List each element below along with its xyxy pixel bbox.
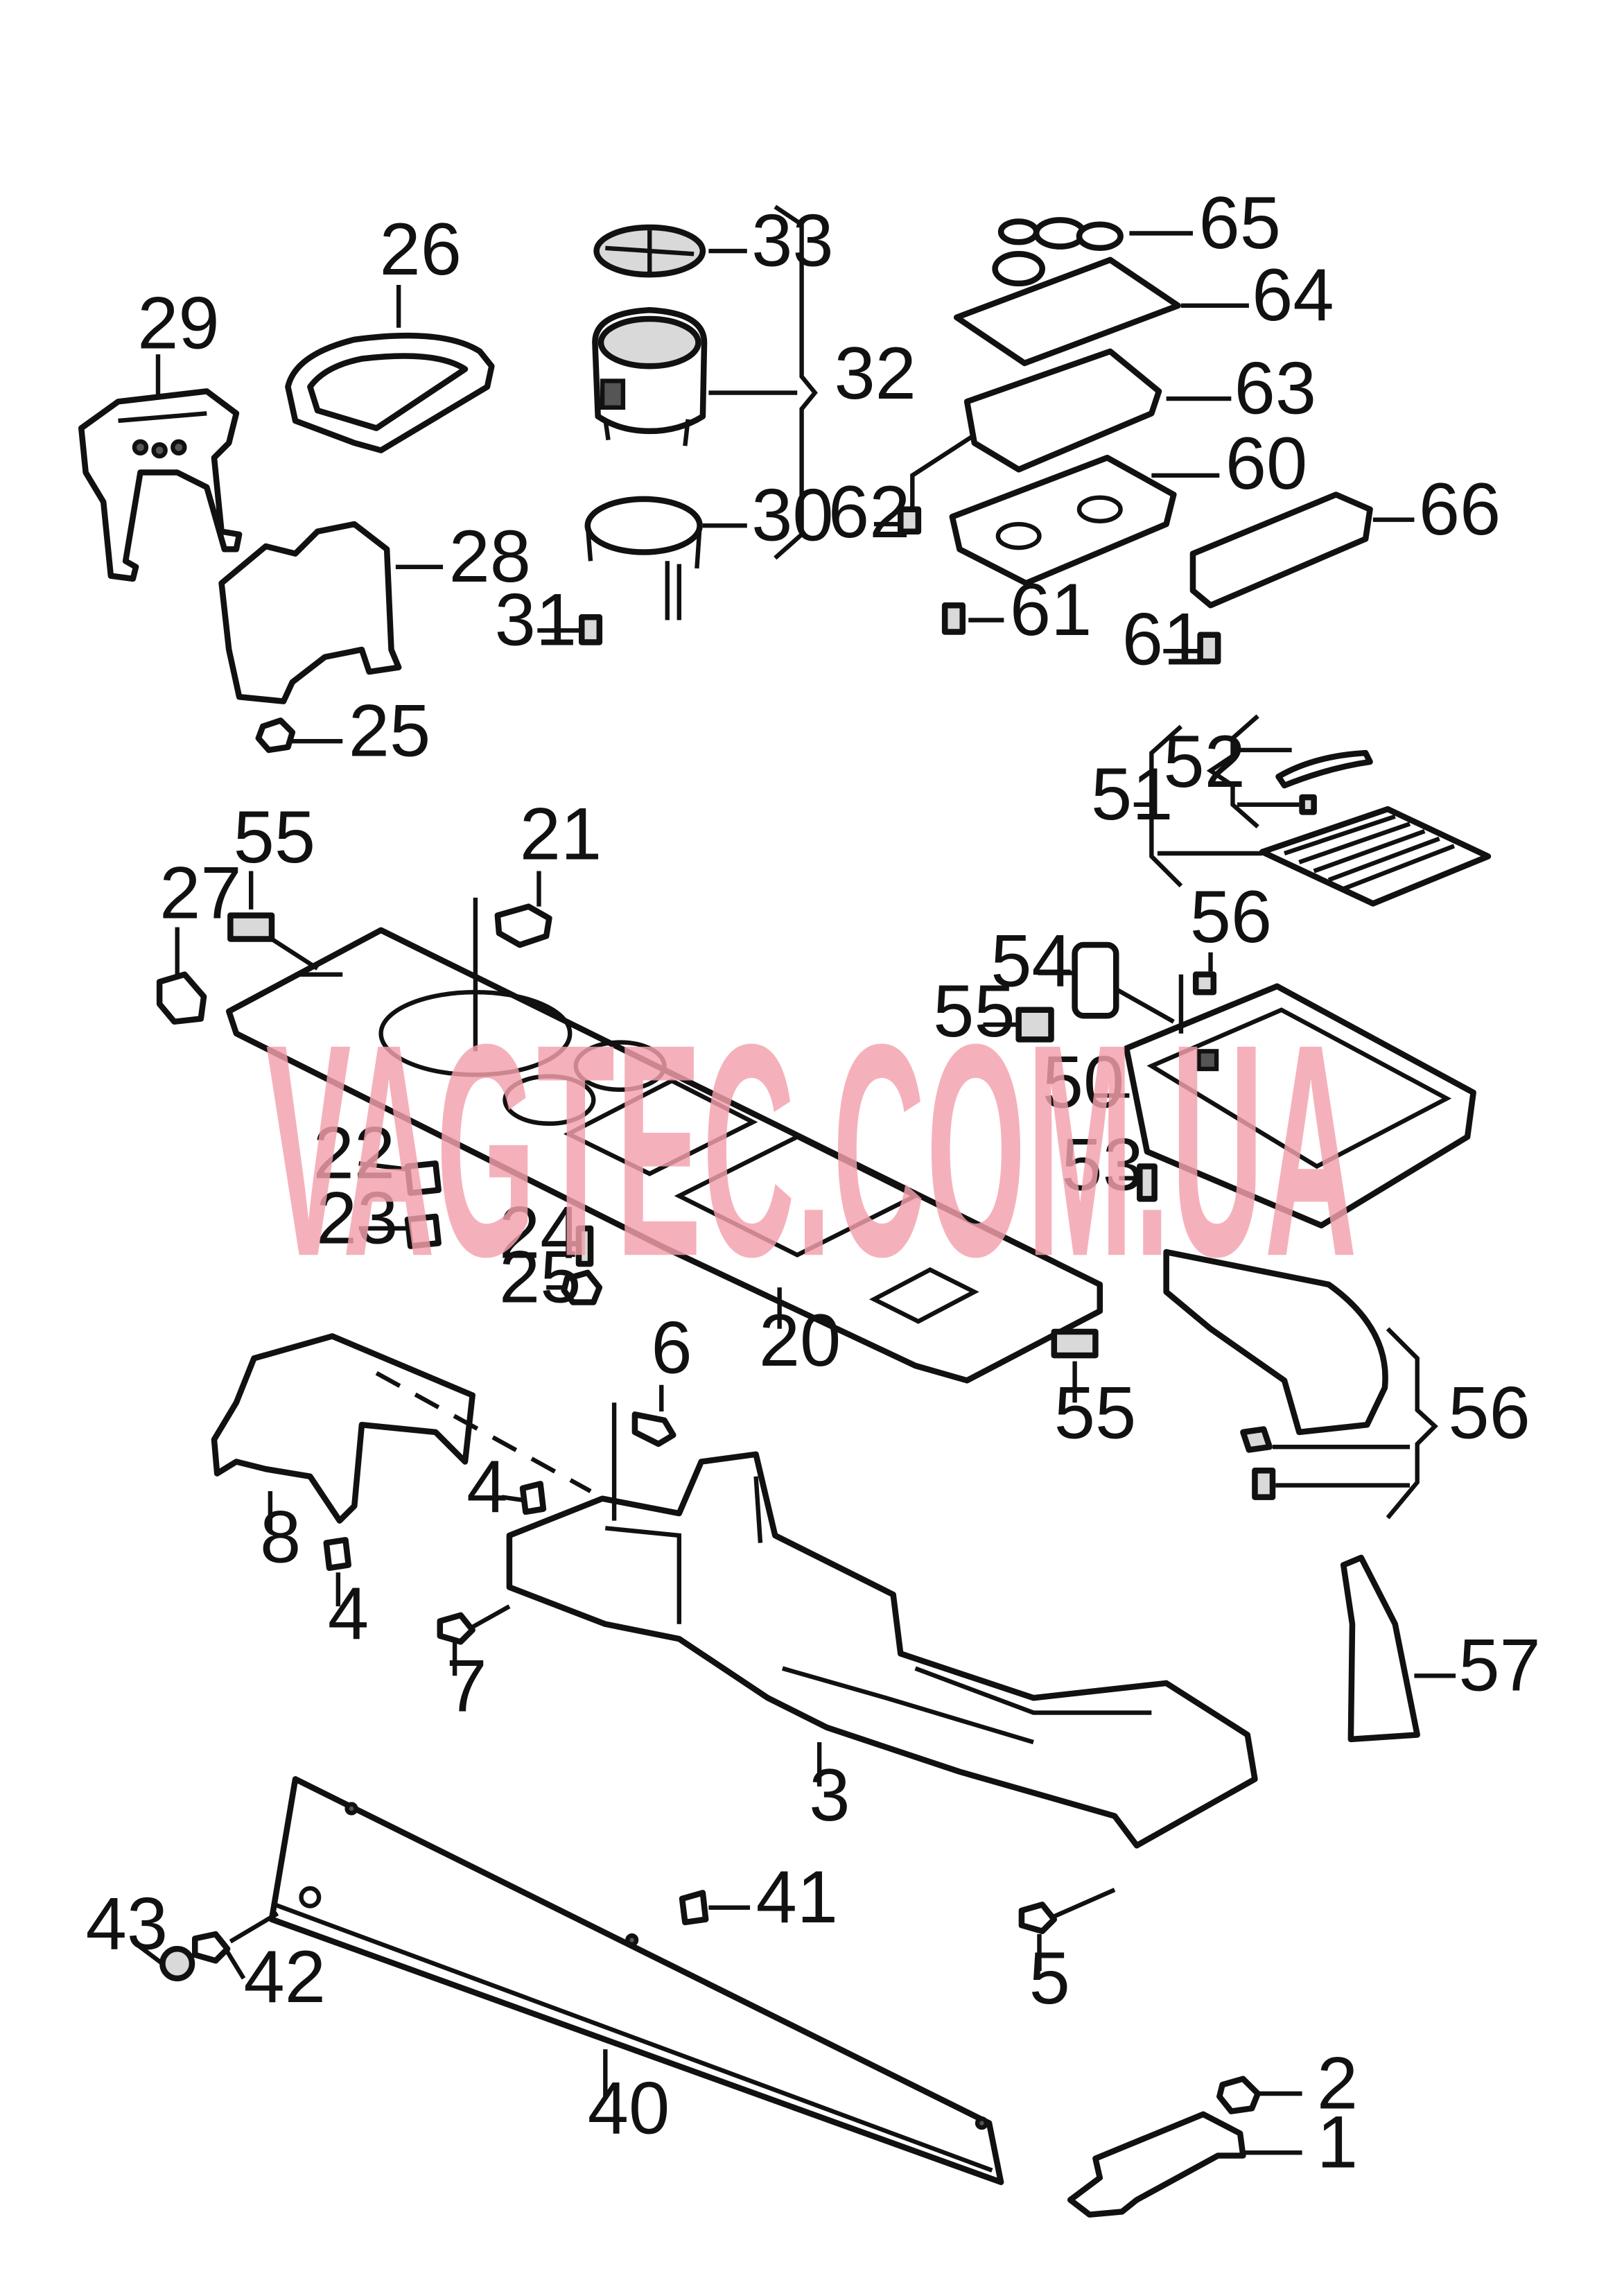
part-56-clip (1240, 1426, 1273, 1453)
callout-label: 25 (499, 1235, 581, 1318)
part-4-clip-right (519, 1481, 547, 1515)
callout-label: 1 (1317, 2101, 1358, 2183)
part-28-cover (218, 521, 402, 704)
part-1-bracket (1067, 2111, 1246, 2218)
callout-label: 61 (1122, 598, 1204, 680)
part-32-cup-holder (592, 306, 708, 446)
callout-label: 3 (809, 1754, 850, 1836)
callout-label: 25 (349, 689, 430, 772)
part-24-stud (575, 1225, 594, 1267)
callout-label: 21 (520, 793, 602, 876)
callout-label: 28 (449, 515, 531, 598)
part-22-clip (404, 1160, 442, 1197)
callout-label: 66 (1419, 468, 1501, 550)
part-66-lid (1189, 492, 1373, 609)
part-2-nut (1216, 2076, 1261, 2114)
callout-label: 20 (759, 1299, 841, 1382)
part-56-side-panel (1163, 1249, 1388, 1436)
part-41-clip (679, 1890, 709, 1926)
callout-label: 56 (1190, 876, 1272, 958)
callout-label: 31 (495, 579, 577, 661)
part-25-nut-top (255, 718, 296, 754)
callout-label: 24 (499, 1192, 581, 1274)
part-65-mats (992, 217, 1124, 287)
callout-label: 2 (1317, 2042, 1358, 2124)
callout-label: 41 (756, 1856, 838, 1938)
callout-label: 52 (1163, 720, 1245, 803)
part-6-screw (631, 1411, 676, 1447)
part-8-bracket (211, 1333, 475, 1524)
part-30-cup-ring (584, 496, 703, 620)
part-55-pad-left (227, 912, 275, 942)
part-63-tray-insert (963, 348, 1162, 473)
callout-label: 29 (137, 282, 219, 365)
part-64-tray-mat (953, 256, 1181, 367)
callout-label: 51 (1091, 753, 1173, 835)
part-52-grip (1275, 749, 1373, 789)
callout-label: 43 (86, 1882, 168, 1965)
callout-label: 6 (651, 1307, 692, 1389)
part-27-switch (156, 971, 207, 1025)
callout-label: 65 (1198, 182, 1280, 264)
callout-label: 4 (466, 1445, 507, 1528)
part-23-clip (404, 1213, 442, 1249)
part-5-screw (1018, 1902, 1058, 1934)
part-55-pad-bottom (1051, 1328, 1099, 1359)
part-61-screw-b (1197, 632, 1221, 665)
part-53-screw (1137, 1163, 1158, 1202)
callout-label: 53 (1061, 1124, 1143, 1206)
part-4-clip-left (323, 1537, 352, 1572)
callout-label: 60 (1225, 422, 1307, 505)
part-26-trim-frame (285, 332, 495, 453)
part-21-clip (494, 903, 552, 948)
callout-label: 23 (316, 1176, 398, 1259)
callout-label: 64 (1252, 254, 1334, 336)
part-60-tray (949, 454, 1177, 586)
part-20-console-trim (225, 927, 1103, 1384)
callout-label: 50 (1042, 1041, 1124, 1123)
callout-label: 63 (1234, 347, 1316, 429)
callout-label: 27 (159, 852, 241, 934)
callout-label: 40 (588, 2067, 670, 2150)
part-40-side-panel (268, 1776, 1004, 2186)
callout-label: 55 (234, 796, 315, 878)
callout-label: 4 (328, 1572, 369, 1655)
part-29-selector-bracket (78, 388, 243, 582)
part-56-screw (1252, 1467, 1276, 1500)
callout-label: 26 (379, 208, 461, 290)
callout-label: 32 (834, 332, 916, 415)
part-56-screw-top (1192, 971, 1217, 995)
part-25-nut (561, 1269, 603, 1305)
callout-label: 62 (828, 471, 910, 553)
leader-lines (137, 205, 1456, 2155)
callout-label: 55 (1054, 1371, 1136, 1454)
callout-label: 5 (1029, 1937, 1070, 2019)
callout-label: 42 (244, 1936, 326, 2018)
callout-labels: 1 2 3 4 4 5 6 7 8 20 21 22 23 24 25 25 2… (86, 182, 1541, 2184)
callout-label: 61 (1010, 568, 1092, 651)
callout-label: 55 (933, 970, 1015, 1052)
callout-label: 33 (751, 199, 833, 281)
part-50-storage-box (1123, 983, 1476, 1228)
watermark-text: VAGTEC.COM.UA (265, 981, 1358, 1319)
part-57-sealant-tube (1340, 1554, 1420, 1743)
callout-label: 56 (1448, 1371, 1530, 1454)
callout-label: 54 (990, 920, 1072, 1002)
callout-label: 7 (446, 1644, 487, 1727)
part-7-screw (437, 1612, 475, 1645)
callout-label: 57 (1458, 1624, 1540, 1707)
part-42-screw (192, 1931, 231, 1964)
part-31-screw (578, 614, 603, 645)
callout-label: 8 (260, 1495, 301, 1578)
part-52-pin (1299, 794, 1317, 815)
part-51-roller-lid (1259, 806, 1492, 907)
callout-label: 22 (313, 1112, 395, 1194)
part-61-screw-a (941, 602, 966, 635)
part-54-pad (1072, 941, 1119, 1019)
part-3-console-frame (506, 1451, 1258, 1849)
callout-label: 30 (751, 473, 833, 556)
